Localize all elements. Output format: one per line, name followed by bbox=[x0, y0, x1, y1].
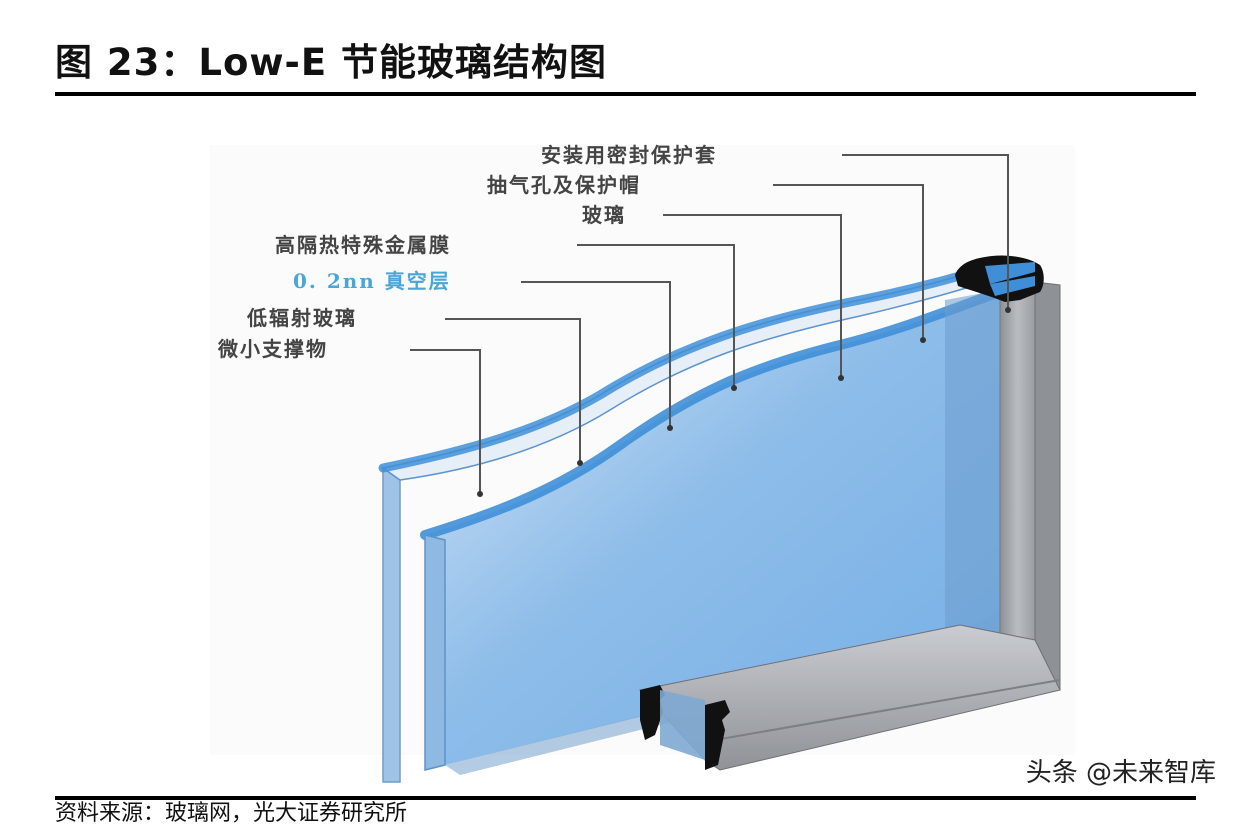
leader-dots bbox=[477, 307, 1011, 497]
bottom-seal-section bbox=[640, 685, 730, 770]
figure-title: 图 23：Low-E 节能玻璃结构图 bbox=[55, 41, 608, 84]
low-e-glass-structure-diagram bbox=[378, 154, 1061, 783]
source-divider bbox=[55, 796, 1196, 800]
label-glass: 玻璃 bbox=[582, 203, 626, 227]
figure-source: 资料来源：玻璃网，光大证券研究所 bbox=[55, 801, 408, 826]
title-divider bbox=[55, 92, 1196, 96]
seal-cover-cap bbox=[955, 255, 1044, 302]
label-vent-cap: 抽气孔及保护帽 bbox=[487, 173, 641, 197]
label-seal-cover: 安装用密封保护套 bbox=[541, 143, 717, 167]
leader-lines bbox=[410, 154, 1009, 494]
label-metal-film: 高隔热特殊金属膜 bbox=[275, 233, 451, 257]
label-micro-support: 微小支撑物 bbox=[218, 337, 328, 361]
watermark: 头条 @未来智库 bbox=[1025, 758, 1216, 788]
label-low-e-glass: 低辐射玻璃 bbox=[247, 306, 357, 330]
metal-frame bbox=[639, 281, 1061, 771]
label-vacuum-layer: 0. 2nn 真空层 bbox=[293, 269, 451, 293]
